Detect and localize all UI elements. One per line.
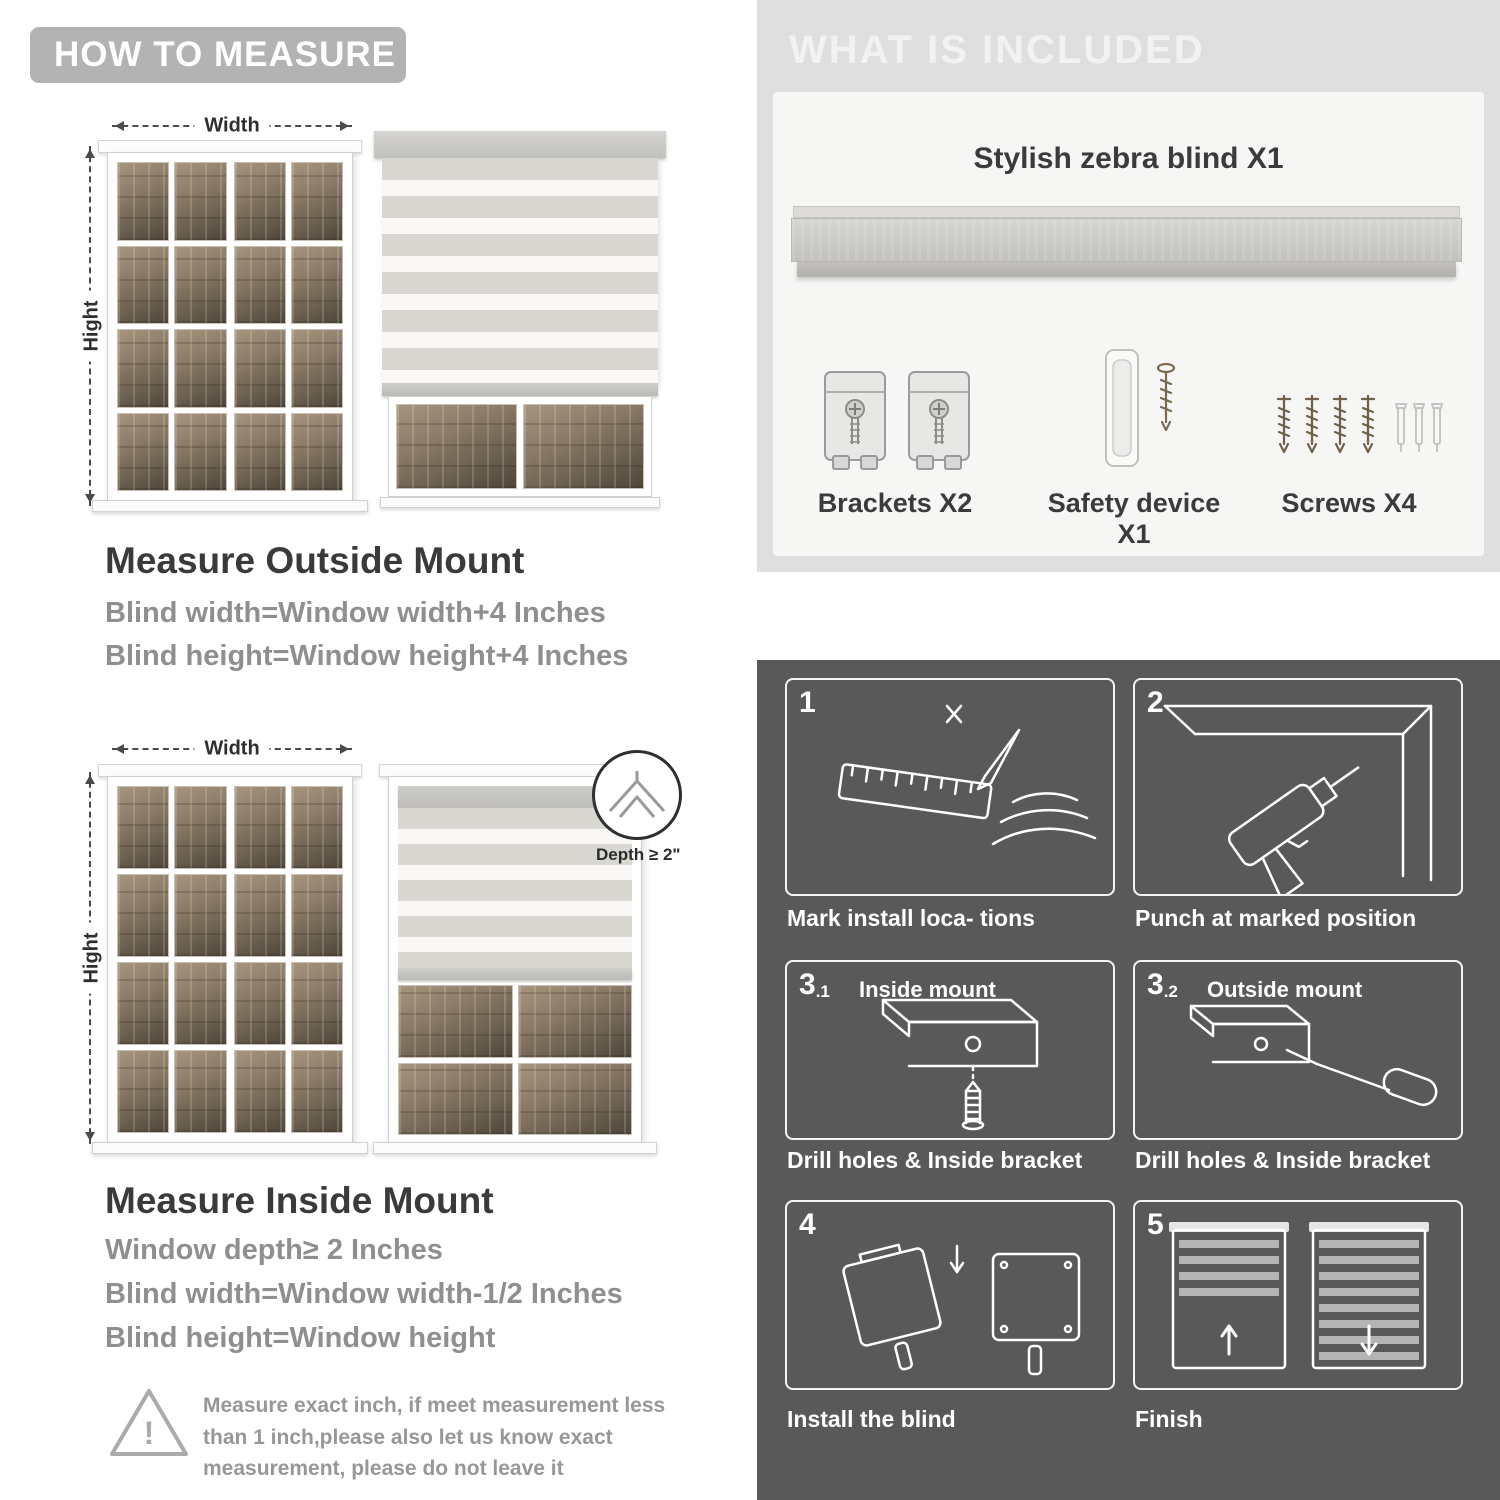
blind-bottomrail [382, 383, 658, 396]
step-3-1-illustration [881, 998, 1039, 1131]
blind-headrail [398, 786, 632, 808]
inside-mount-blind [398, 786, 632, 980]
inside-mount-line1: Window depth≥ 2 Inches [105, 1234, 443, 1266]
outside-mount-line1: Blind width=Window width+4 Inches [105, 597, 606, 629]
brackets-label: Brackets X2 [817, 488, 973, 518]
outside-mount-line2: Blind height=Window height+4 Inches [105, 640, 629, 672]
step-3-2-number: 3 [1147, 968, 1164, 1001]
blind-headrail [374, 131, 666, 158]
height-arrow-inside: Hight [80, 772, 104, 1144]
window-sash-right [233, 786, 343, 1133]
warning-note: Measure exact inch, if meet measurement … [203, 1394, 666, 1480]
warning-triangle-icon: ! [110, 1389, 188, 1456]
step-3-2-subnumber: .2 [1163, 982, 1178, 1001]
step-3-2-tag: Outside mount [1207, 977, 1363, 1002]
depth-note: Depth ≥ 2" [596, 845, 681, 864]
how-to-measure-title: HOW TO MEASURE [54, 35, 396, 74]
step-3-2-caption: Drill holes & Inside bracket [1135, 1147, 1431, 1173]
window-frame [388, 776, 642, 1143]
blind-stripes [382, 158, 658, 383]
step-5-number: 5 [1147, 1208, 1164, 1241]
step-1-caption: Mark install loca- tions [787, 905, 1035, 931]
window-frame [107, 776, 353, 1143]
window-bottom-sill [373, 1142, 657, 1154]
safety-device-illustration [1105, 349, 1139, 467]
anchors-illustration [1394, 403, 1444, 452]
step-2-illustration [1163, 704, 1433, 894]
step-1-illustration [837, 704, 1097, 846]
window-sash-left [117, 786, 227, 1133]
height-arrow-outside: Hight [80, 146, 104, 506]
screws-label: Screws X4 [1281, 488, 1417, 518]
step-3-1-number: 3 [799, 968, 816, 1001]
window-below-blind [388, 396, 652, 497]
window-bottom-sill [92, 500, 368, 512]
step-2-panel: 2 [1133, 678, 1463, 896]
blind-bottomrail [398, 968, 632, 980]
width-label: Width [194, 114, 270, 138]
zebra-blind-label: Stylish zebra blind X1 [973, 142, 1284, 175]
step-4-illustration [842, 1243, 1081, 1376]
window-illustration-outside [92, 140, 368, 512]
height-label: Hight [80, 290, 104, 362]
step-3-2-panel: 3.2 Outside mount [1133, 960, 1463, 1140]
step-3-1-subnumber: .1 [815, 982, 830, 1001]
frame-corner-detail-icon [608, 771, 666, 818]
safety-device-label: Safety device X1 [1047, 488, 1221, 549]
included-inner-panel [773, 92, 1484, 556]
step-5-panel: 5 [1133, 1200, 1463, 1390]
included-heading: WHAT IS INCLUDED [789, 28, 1205, 72]
step-1-panel: 1 [785, 678, 1115, 896]
step-4-caption: Install the blind [787, 1406, 956, 1432]
outside-mount-title: Measure Outside Mount [105, 540, 525, 581]
step-3-1-panel: 3.1 Inside mount [785, 960, 1115, 1140]
width-label: Width [194, 737, 270, 761]
inside-mount-line2: Blind width=Window width-1/2 Inches [105, 1278, 623, 1310]
depth-detail-circle [592, 750, 682, 840]
step-5-illustration [1169, 1222, 1429, 1370]
inside-mount-line3: Blind height=Window height [105, 1322, 496, 1354]
width-arrow-outside: Width [112, 114, 352, 138]
zebra-blind-outside-illustration [374, 131, 666, 511]
step-4-number: 4 [799, 1208, 816, 1241]
mount-heading-band: INSIDE/OUTSIDE MOUNT [757, 572, 1500, 660]
step-4-panel: 4 [785, 1200, 1115, 1390]
step-2-caption: Punch at marked position [1135, 905, 1417, 931]
warning-exclamation: ! [144, 1415, 155, 1451]
how-to-measure-banner: HOW TO MEASURE [30, 27, 406, 83]
step-3-1-caption: Drill holes & Inside bracket [787, 1147, 1083, 1173]
step-2-number: 2 [1147, 686, 1164, 719]
window-bottom-sill [92, 1142, 368, 1154]
zebra-blind-headrail-illustration [791, 206, 1462, 280]
window-illustration-inside [92, 764, 368, 1154]
zebra-blind-inside-illustration [373, 764, 657, 1154]
window-bottom-sill [380, 497, 660, 508]
width-arrow-inside: Width [112, 737, 352, 761]
blind-stripes [398, 808, 632, 968]
step-3-1-tag: Inside mount [859, 977, 996, 1002]
inside-mount-title: Measure Inside Mount [105, 1180, 494, 1221]
step-1-number: 1 [799, 686, 816, 719]
screws-illustration [1276, 394, 1376, 454]
window-lower-panes [398, 985, 632, 1135]
bracket-illustration-1 [824, 371, 886, 470]
window-sash-right [233, 162, 343, 491]
step-5-caption: Finish [1135, 1406, 1203, 1432]
step-3-2-illustration [1189, 1004, 1438, 1107]
window-frame [107, 152, 353, 501]
safety-device-screw-icon [1156, 362, 1176, 432]
bracket-illustration-2 [908, 371, 970, 470]
height-label: Hight [80, 922, 104, 994]
window-sash-left [117, 162, 227, 491]
